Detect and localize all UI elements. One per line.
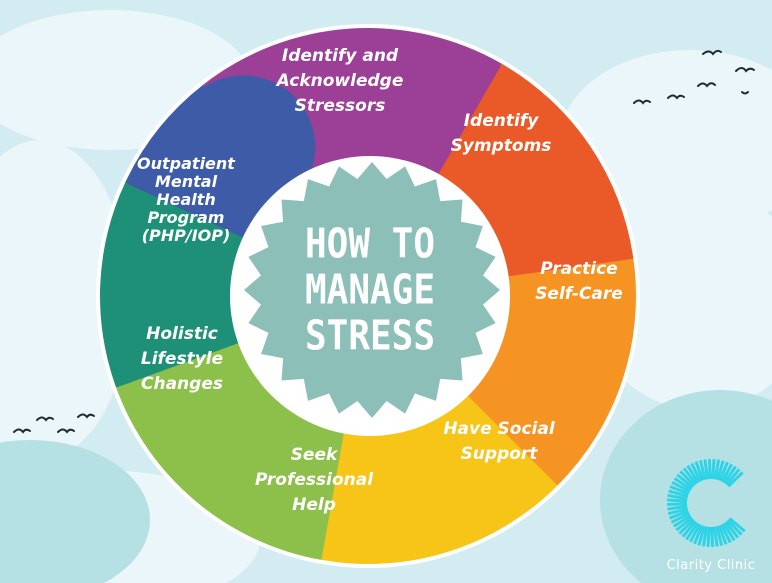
logo-ray xyxy=(707,458,712,480)
logo-ray xyxy=(698,459,707,481)
segment-label-holistic-lifestyle: Holistic Lifestyle Changes xyxy=(140,324,224,394)
logo-ray xyxy=(668,489,689,498)
logo-ray xyxy=(722,522,736,542)
logo-ray xyxy=(690,462,702,483)
logo-ray xyxy=(716,460,725,481)
logo-ray xyxy=(676,473,694,489)
logo-ray xyxy=(723,465,737,484)
brand-name: Clarity Clinic xyxy=(666,558,756,573)
logo-ray xyxy=(694,461,705,481)
wheel-segment-lobe xyxy=(171,75,316,220)
logo-ray xyxy=(689,523,702,543)
segment-label-social-support: Have Social Support xyxy=(443,419,555,464)
logo-ray xyxy=(726,519,743,536)
logo-ray xyxy=(712,526,719,547)
bird-icons xyxy=(13,49,755,434)
logo-ray xyxy=(673,477,692,491)
logo-ray xyxy=(725,468,741,486)
logo-ray xyxy=(713,459,721,480)
segment-label-outpatient-program: Outpatient Mental Health Program (PHP/IO… xyxy=(137,154,235,245)
logo-ray xyxy=(703,459,710,480)
logo-ray xyxy=(671,481,691,494)
logo-ray xyxy=(693,524,704,545)
segment-label-seek-help: Seek Professional Help xyxy=(254,445,374,515)
logo-ray xyxy=(686,464,700,484)
logo-ray xyxy=(667,504,688,511)
logo-ray xyxy=(667,493,688,501)
logo-ray xyxy=(717,525,728,545)
logo-ray xyxy=(667,498,688,503)
logo-ray xyxy=(701,526,709,547)
logo-ray xyxy=(672,514,692,528)
center-title: HOW TO MANAGE STRESS xyxy=(304,220,436,360)
segment-label-identify-symptoms: Identify Symptoms xyxy=(450,111,552,156)
logo-ray xyxy=(710,526,715,548)
logo-ray xyxy=(724,520,740,539)
segment-label-identify-stressors: Identify and Acknowledge Stressors xyxy=(276,46,404,116)
logo-ray xyxy=(720,463,733,483)
logo-ray xyxy=(720,523,732,544)
logo-ray xyxy=(706,526,711,547)
logo-ray xyxy=(711,459,716,480)
logo-ray xyxy=(697,525,706,546)
logo-ray xyxy=(718,461,729,482)
logo-ray xyxy=(685,522,699,541)
logo-ray xyxy=(678,518,695,535)
logo-ray xyxy=(669,485,690,496)
logo-ray xyxy=(669,509,689,520)
logo-ray xyxy=(727,471,744,488)
logo-ray xyxy=(681,520,697,538)
logo-ray xyxy=(666,502,688,507)
c-sunburst-icon xyxy=(666,458,746,548)
logo-ray xyxy=(715,525,724,547)
logo-ray xyxy=(679,470,696,487)
logo-ray xyxy=(682,467,698,486)
logo-ray xyxy=(670,512,691,524)
center-starburst-badge xyxy=(244,162,500,418)
logo-ray xyxy=(728,517,746,533)
logo-ray xyxy=(667,507,689,516)
segment-label-practice-self-care: Practice Self-Care xyxy=(535,259,623,304)
logo-ray xyxy=(675,516,694,532)
